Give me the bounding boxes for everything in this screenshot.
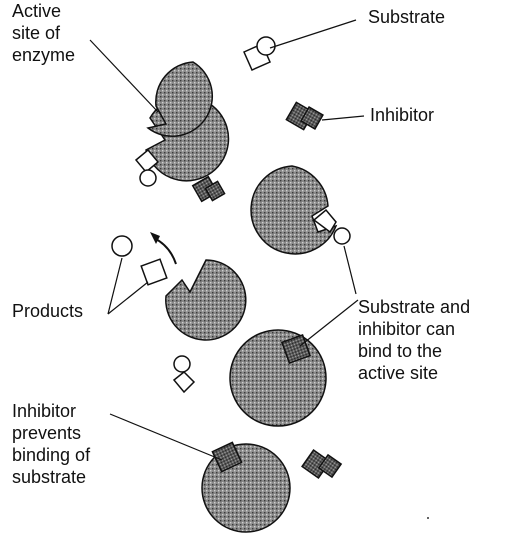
leader-substrate-bound — [344, 246, 356, 294]
bound-substrate-ball — [334, 228, 350, 244]
release-arrowhead — [150, 232, 160, 244]
label-substrate-and-inhibitor: Substrate and inhibitor can bind to the … — [358, 296, 470, 384]
label-substrate: Substrate — [368, 6, 445, 28]
leader-inhibitor-prevents — [110, 414, 222, 460]
leader-products-2 — [108, 282, 148, 314]
free-inhibitor-bottom — [302, 450, 341, 478]
enzyme-with-substrate — [251, 166, 350, 254]
label-inhibitor-prevents: Inhibitor prevents binding of substrate — [12, 400, 90, 488]
free-substrate-top — [244, 37, 275, 70]
leader-substrate — [270, 20, 356, 48]
free-inhibitor-middle — [193, 177, 225, 202]
enzyme-with-inhibitor — [230, 330, 326, 426]
label-inhibitor: Inhibitor — [370, 104, 434, 126]
leader-inhibitor-bound — [300, 300, 358, 346]
free-inhibitor-top — [286, 102, 323, 129]
leader-products-1 — [108, 258, 122, 314]
leader-inhibitor — [322, 116, 364, 120]
product-square — [141, 259, 167, 285]
free-substrate-lower — [174, 356, 194, 392]
product-circle — [112, 236, 132, 256]
label-products: Products — [12, 300, 83, 322]
enzyme-releasing-products — [166, 260, 246, 340]
label-active-site: Active site of enzyme — [12, 0, 75, 66]
speck — [427, 517, 429, 519]
enzyme-bottom-inhibited — [202, 442, 290, 532]
leader-active-site — [90, 40, 158, 112]
